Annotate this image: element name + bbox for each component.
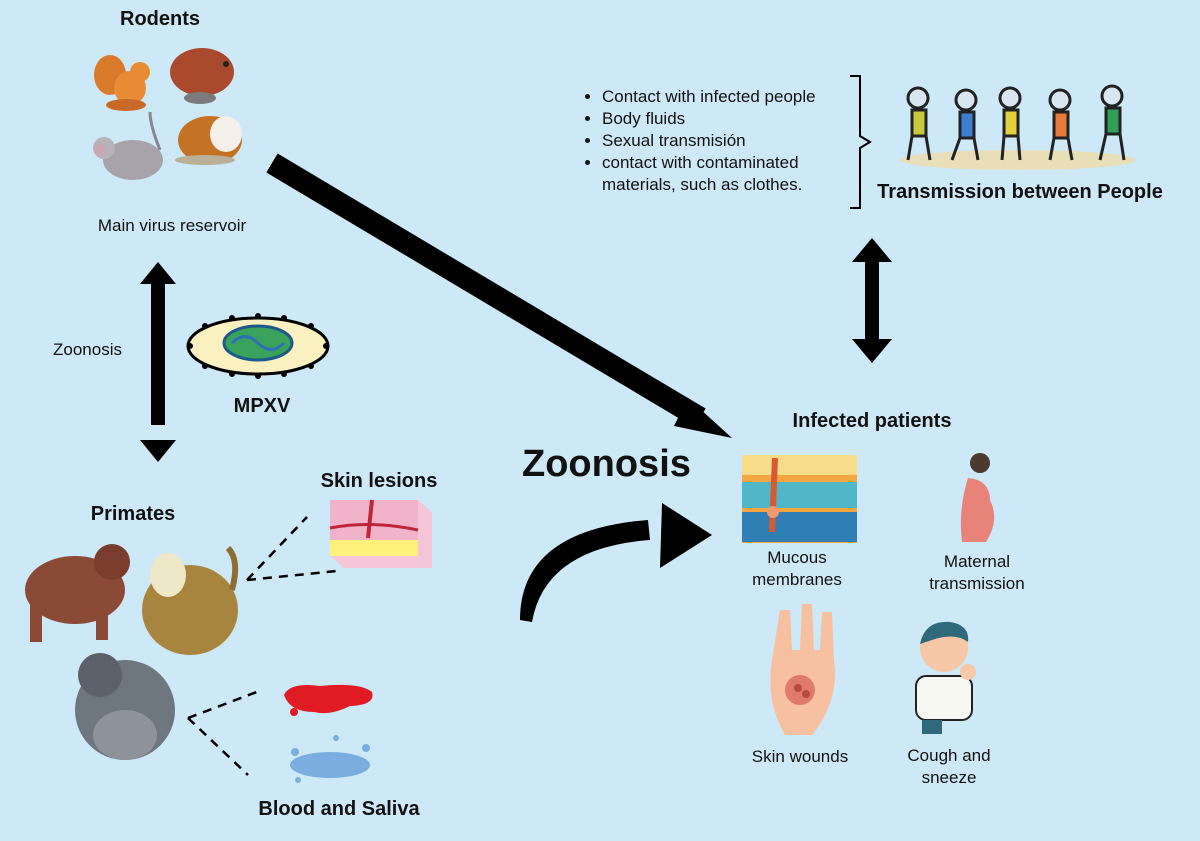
skin-lesion-icon bbox=[329, 499, 432, 568]
mouse-icon bbox=[93, 111, 163, 180]
rodents-to-patients-arrow bbox=[266, 153, 732, 438]
people-group-illustration bbox=[900, 84, 1136, 170]
chimpanzee-icon bbox=[25, 544, 130, 642]
zoonosis-double-arrow bbox=[140, 262, 176, 462]
beaver-icon bbox=[170, 48, 234, 104]
primates-title: Primates bbox=[90, 503, 176, 525]
saliva-splash-icon bbox=[290, 735, 370, 783]
primates-illustration bbox=[25, 544, 239, 760]
bullet-item: Body fluids bbox=[602, 108, 842, 130]
bracket-icon bbox=[850, 75, 872, 209]
guinea-pig-icon bbox=[175, 116, 242, 165]
zoonosis-side-label: Zoonosis bbox=[53, 340, 122, 359]
maternal-label-1: Maternal bbox=[943, 552, 1011, 571]
bullet-item: contact with contaminated materials, suc… bbox=[602, 152, 842, 196]
maternal-label-2: transmission bbox=[929, 574, 1025, 593]
dashed-connectors bbox=[187, 516, 338, 776]
transmission-bullets: Contact with infected people Body fluids… bbox=[578, 86, 842, 196]
bullet-item: Contact with infected people bbox=[602, 86, 842, 108]
infected-patients-title: Infected patients bbox=[792, 410, 952, 432]
macaque-icon bbox=[142, 545, 239, 655]
cough-label-1: Cough and bbox=[907, 746, 991, 765]
primates-to-patients-curved-arrow bbox=[520, 503, 712, 622]
mpxv-virus-icon bbox=[186, 313, 330, 379]
people-transmission-title: Transmission between People bbox=[877, 181, 1163, 203]
skin-lesions-title: Skin lesions bbox=[320, 470, 438, 492]
squirrel-icon bbox=[94, 55, 150, 111]
mucous-label-1: Mucous bbox=[767, 548, 827, 567]
people-patients-double-arrow bbox=[852, 238, 892, 363]
zoonosis-main-label: Zoonosis bbox=[522, 443, 691, 485]
pregnant-woman-icon bbox=[960, 453, 995, 542]
skin-wounds-label: Skin wounds bbox=[751, 747, 849, 766]
mucous-label-2: membranes bbox=[752, 570, 842, 589]
blood-splash-icon bbox=[284, 684, 373, 716]
bullet-item: Sexual transmisión bbox=[602, 130, 842, 152]
gorilla-icon bbox=[75, 653, 175, 760]
rodents-caption: Main virus reservoir bbox=[97, 216, 247, 235]
blood-saliva-title: Blood and Saliva bbox=[258, 798, 420, 820]
cough-label-2: sneeze bbox=[921, 768, 977, 787]
coughing-person-icon bbox=[915, 621, 976, 734]
mucous-membrane-icon bbox=[742, 455, 857, 543]
mpxv-label: MPXV bbox=[233, 395, 291, 417]
hand-wound-icon bbox=[770, 604, 836, 735]
rodents-illustration bbox=[93, 48, 242, 180]
rodents-title: Rodents bbox=[120, 8, 200, 30]
